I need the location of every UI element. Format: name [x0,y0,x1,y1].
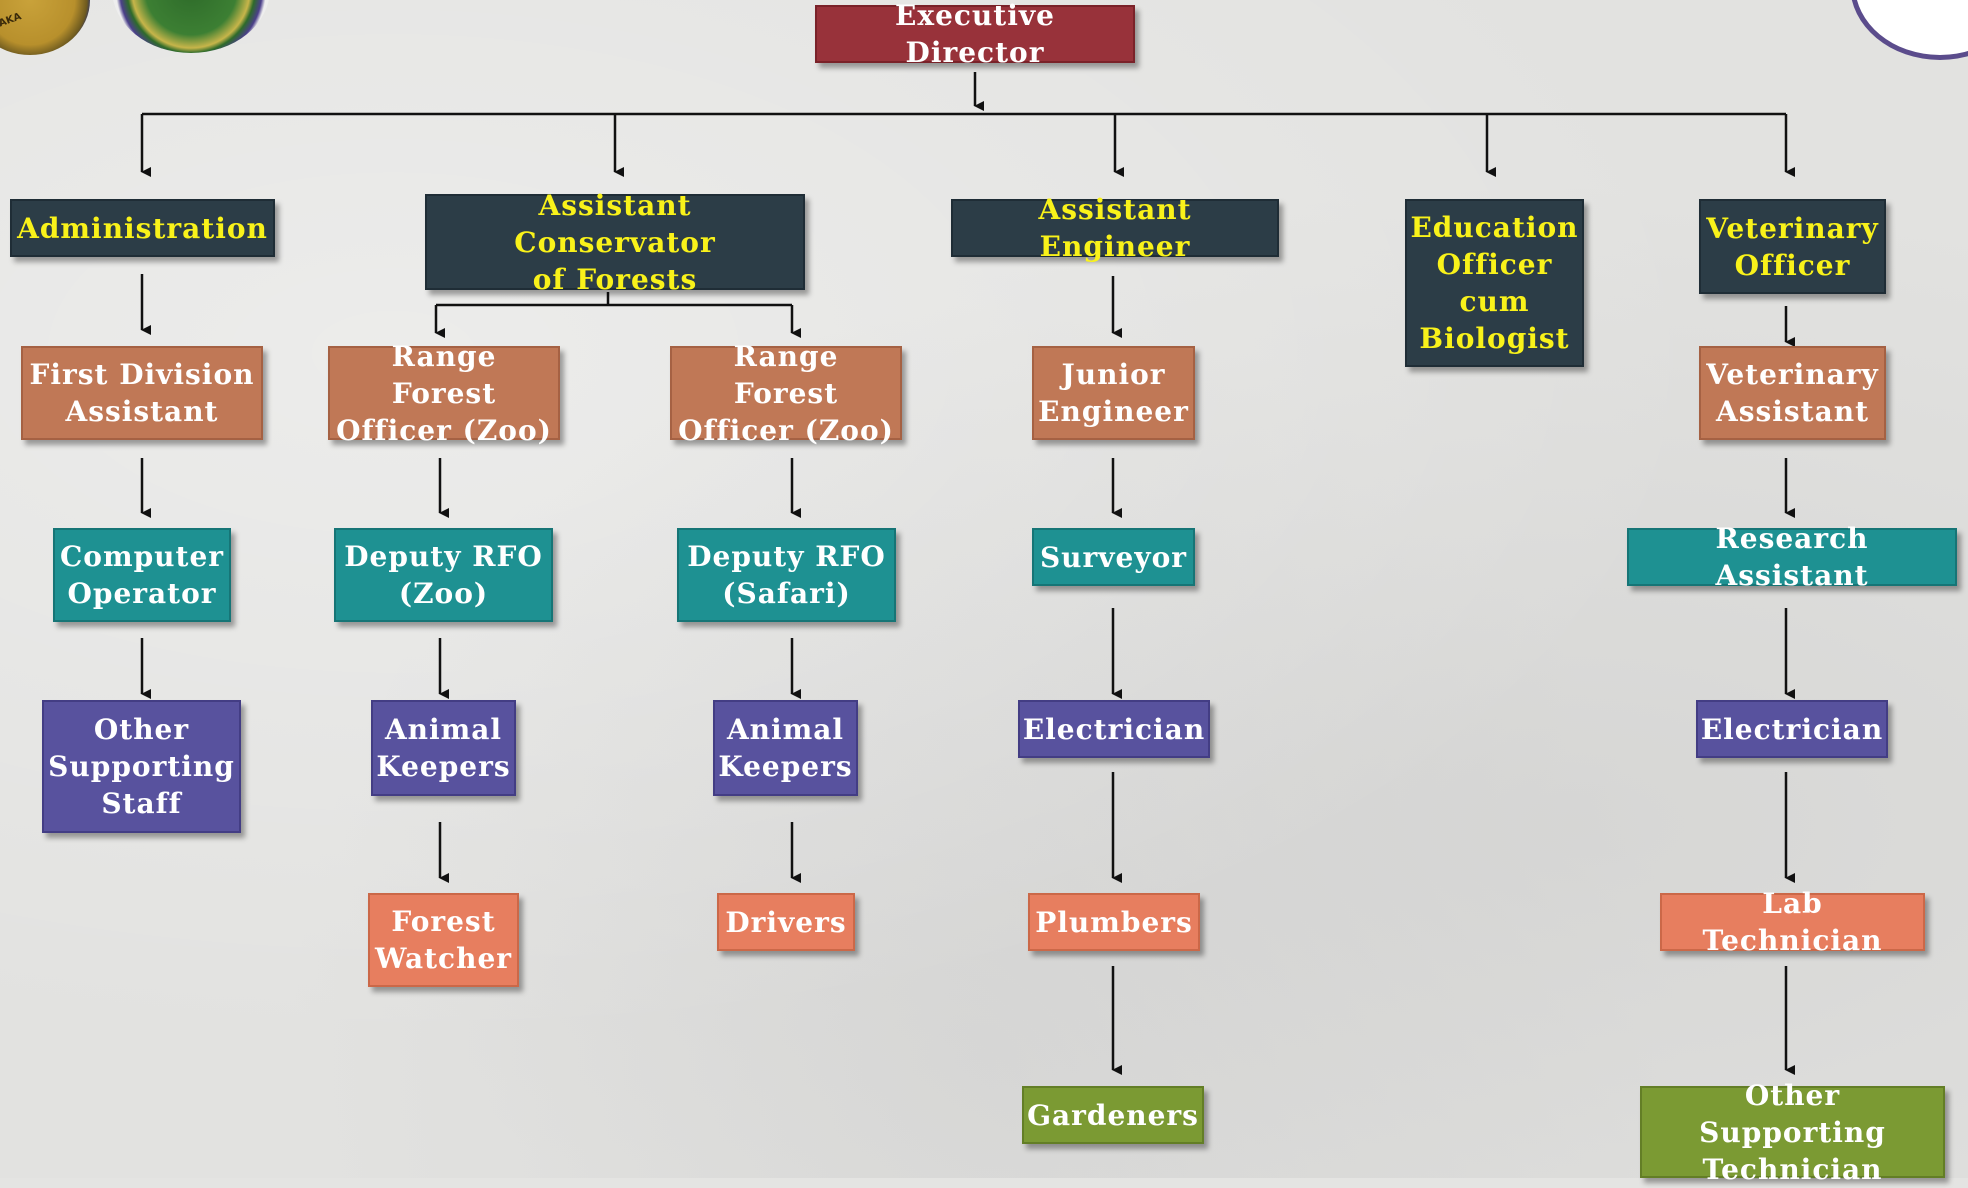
veterinary-assistant-box: Veterinary Assistant [1699,346,1886,440]
electrician-box: Electrician [1696,700,1888,758]
forest-watcher-box: Forest Watcher [368,893,519,987]
veterinary-officer-box: Veterinary Officer [1699,199,1886,294]
computer-operator-box: Computer Operator [53,528,231,622]
junior-engineer-box: Junior Engineer [1032,346,1195,440]
administration-box: Administration [10,199,275,257]
executive-director-box: Executive Director [815,0,1135,69]
range-forest-officer-zoo-box: Range Forest Officer (Zoo) [328,340,560,447]
range-forest-officer-zoo-box: Range Forest Officer (Zoo) [670,340,902,447]
animal-keepers-box: Animal Keepers [713,700,858,796]
research-assistant-box: Research Assistant [1627,522,1957,592]
deputy-rfo-safari-box: Deputy RFO (Safari) [677,528,896,622]
deputy-rfo-zoo-box: Deputy RFO (Zoo) [334,528,553,622]
karnataka-emblem-logo: NATAKA [0,0,90,55]
assistant-conservator-of-forests-box: Assistant Conservator of Forests [425,189,805,296]
surveyor-box: Surveyor [1032,528,1195,586]
drivers-box: Drivers [717,893,855,951]
gardeners-box: Gardeners [1022,1086,1204,1144]
lab-technician-box: Lab Technician [1660,887,1925,957]
animal-keepers-box: Animal Keepers [371,700,516,796]
plumbers-box: Plumbers [1028,893,1200,951]
electrician-box: Electrician [1018,700,1210,758]
other-supporting-technician-box: Other Supporting Technician [1640,1079,1945,1186]
assistant-engineer-box: Assistant Engineer [951,193,1279,263]
emblem-ring-icon: NATAKA [0,11,23,37]
other-supporting-staff-box: Other Supporting Staff [42,700,241,833]
first-division-assistant-box: First Division Assistant [21,346,263,440]
education-officer-box: Education Officer cum Biologist [1405,199,1584,367]
